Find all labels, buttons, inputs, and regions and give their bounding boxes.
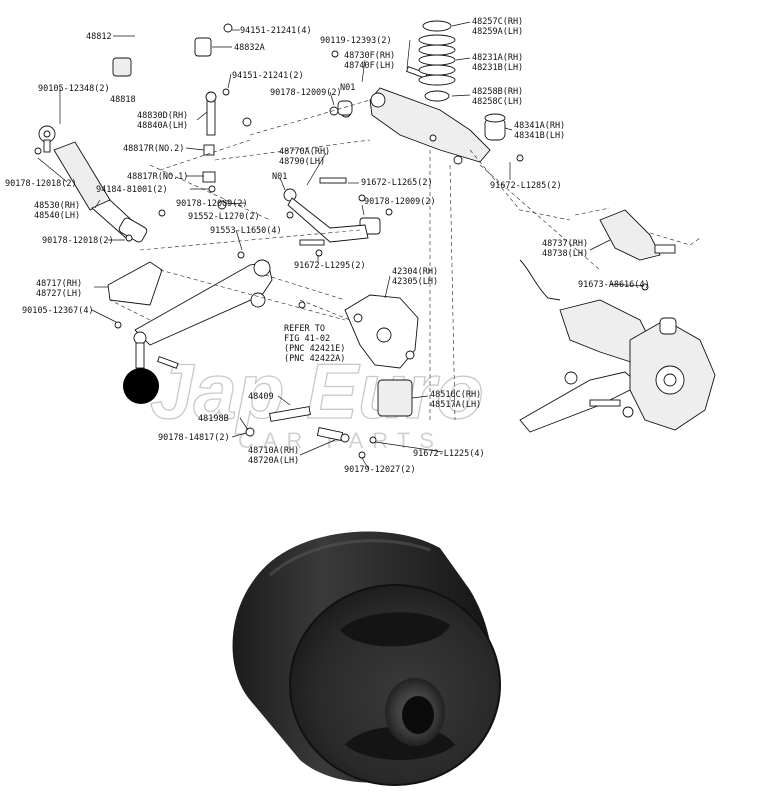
label-90178-12018-b: 90178-12018(2): [42, 236, 114, 246]
label-90178-12018-a: 90178-12018(2): [5, 179, 77, 189]
bushing-photo: [232, 531, 501, 786]
label-48409: 48409: [248, 392, 274, 402]
stabilizer-bar-drawing: [112, 10, 252, 136]
watermark-brand: Jap Euro: [150, 347, 484, 435]
label-91673-a8616: 91673-A8616(4): [578, 280, 650, 290]
label-48341a: 48341A(RH): [514, 121, 565, 131]
label-42305: 42305(LH): [392, 277, 438, 287]
watermark: Jap Euro CAR PARTS: [149, 346, 484, 453]
label-48710a: 48710A(RH): [248, 446, 299, 456]
label-48812: 48812: [86, 32, 112, 42]
label-48516c: 48516C(RH): [430, 390, 481, 400]
label-94151-21241-2: 94151-21241(2): [232, 71, 304, 81]
label-48730f: 48730F(RH): [344, 51, 395, 61]
label-94184-81001: 94184-81001(2): [96, 185, 168, 195]
label-48738: 48738(LH): [542, 249, 588, 259]
label-48817r-no1: 48817R(NO.1): [127, 172, 188, 182]
label-48517a: 48517A(LH): [430, 400, 481, 410]
label-48530: 48530(RH): [34, 201, 80, 211]
label-91672-l1265: 91672-L1265(2): [361, 178, 433, 188]
label-48740f: 48740F(LH): [344, 61, 395, 71]
highlight-dot: [123, 368, 159, 404]
label-48790: 48790(LH): [279, 157, 325, 167]
label-48258c: 48258C(LH): [472, 97, 523, 107]
label-48258b: 48258B(RH): [472, 87, 523, 97]
label-42304: 42304(RH): [392, 267, 438, 277]
leader-lines: [37, 21, 644, 469]
label-91672-l1285: 91672-L1285(2): [490, 181, 562, 191]
trailing-arm-drawing: [340, 66, 491, 165]
label-48840a: 48840A(LH): [137, 121, 188, 131]
label-48770a: 48770A(RH): [279, 147, 330, 157]
hardware-drawing: [158, 50, 649, 459]
label-48540: 48540(LH): [34, 211, 80, 221]
label-90105-12367: 90105-12367(4): [22, 306, 94, 316]
coil-spring-drawing: [418, 20, 456, 102]
label-48259a: 48259A(LH): [472, 27, 523, 37]
label-90178-12009-a: 90178-12009(2): [176, 199, 248, 209]
label-refer-to: REFER TO: [284, 324, 325, 334]
bump-stop-drawing: [484, 113, 506, 141]
label-48198b: 48198B: [198, 414, 229, 424]
label-90178-12009-b: 90178-12009(2): [270, 88, 342, 98]
label-48231a: 48231A(RH): [472, 53, 523, 63]
label-48817r-no2: 48817R(NO.2): [123, 144, 184, 154]
label-fig-41-02: FIG 41-02: [284, 334, 330, 344]
label-91672-l1225: 91672-L1225(4): [413, 449, 485, 459]
label-91553-l1650: 91553-L1650(4): [210, 226, 282, 236]
label-48737: 48737(RH): [542, 239, 588, 249]
label-pnc-42421e: (PNC 42421E): [284, 344, 345, 354]
lower-control-arm-drawing: [107, 259, 273, 404]
label-48231b: 48231B(LH): [472, 63, 523, 73]
label-90178-14817: 90178-14817(2): [158, 433, 230, 443]
label-48257c: 48257C(RH): [472, 17, 523, 27]
part-labels: 48812 94151-21241(4) 48832A 94151-21241(…: [5, 17, 650, 475]
label-90105-12348: 90105-12348(2): [38, 84, 110, 94]
label-48341b: 48341B(LH): [514, 131, 565, 141]
knuckle-drawing: [344, 217, 419, 417]
label-48727: 48727(LH): [36, 289, 82, 299]
label-pnc-42422a: (PNC 42422A): [284, 354, 345, 364]
shock-absorber-drawing: [34, 125, 148, 243]
label-48830d: 48830D(RH): [137, 111, 188, 121]
label-48717: 48717(RH): [36, 279, 82, 289]
bracket-drawing: [574, 207, 701, 261]
label-91672-l1295: 91672-L1295(2): [294, 261, 366, 271]
label-91552-l1270: 91552-L1270(2): [188, 212, 260, 222]
label-48720a: 48720A(LH): [248, 456, 299, 466]
label-n01-b: N01: [272, 172, 287, 182]
label-94151-21241-4: 94151-21241(4): [240, 26, 312, 36]
label-n01-a: N01: [340, 83, 355, 93]
upper-arm-drawing: [283, 177, 393, 246]
label-48832a: 48832A: [234, 43, 265, 53]
label-90179-12027: 90179-12027(2): [344, 465, 416, 475]
label-90119-12393: 90119-12393(2): [320, 36, 392, 46]
label-90178-12009-c: 90178-12009(2): [364, 197, 436, 207]
assembly-drawing: [519, 259, 716, 433]
label-48818: 48818: [110, 95, 136, 105]
